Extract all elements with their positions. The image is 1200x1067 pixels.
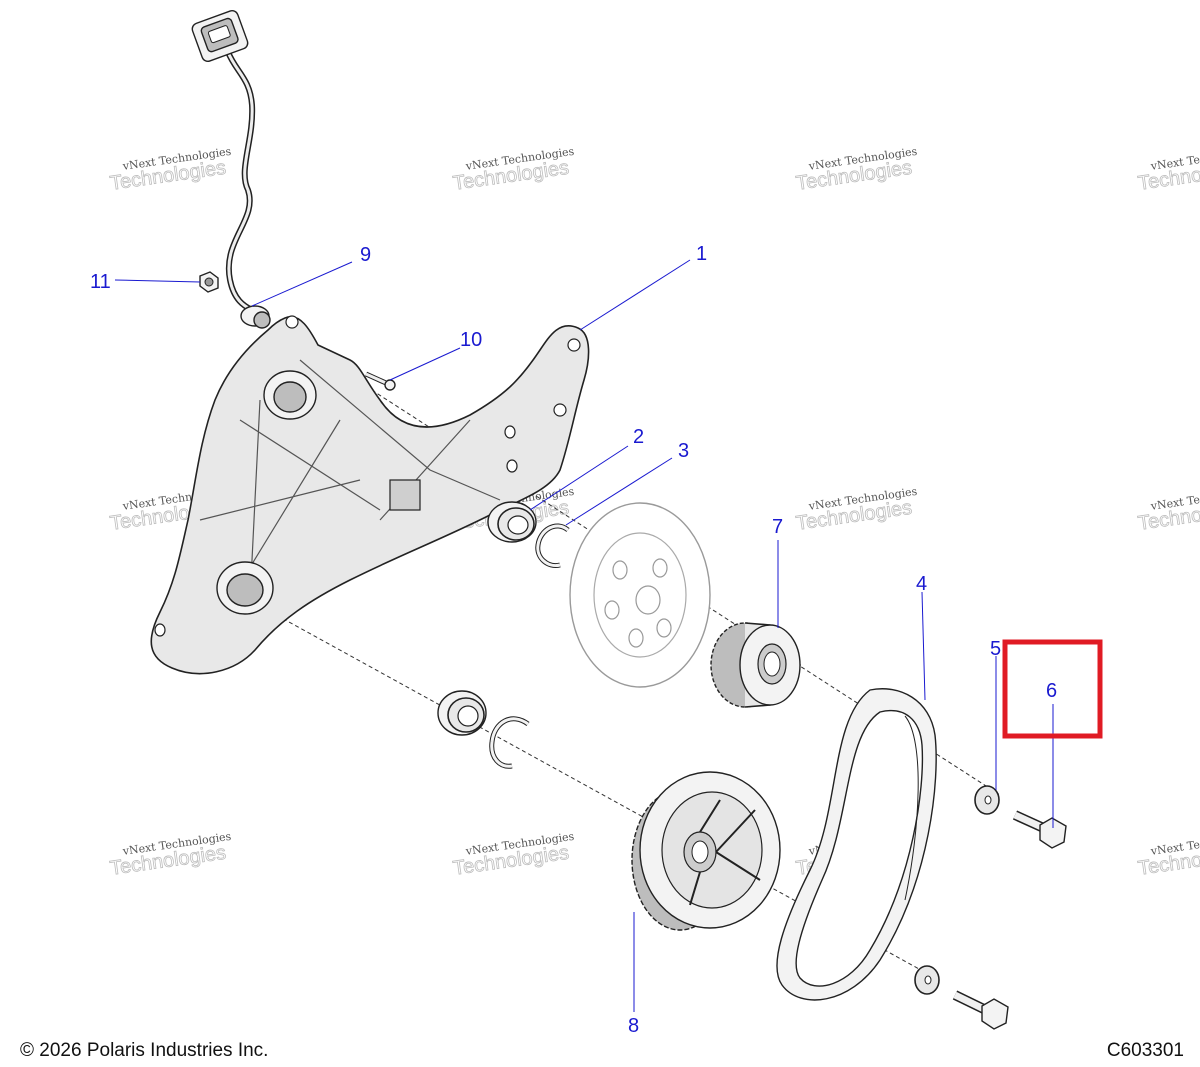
callout-2: 2 (633, 426, 644, 448)
callout-7: 7 (772, 516, 783, 538)
diagram-code: C603301 (1106, 1040, 1184, 1061)
bolt-part-6 (1012, 810, 1067, 849)
callout-9: 9 (360, 244, 371, 266)
callout-6: 6 (1046, 680, 1057, 702)
callout-3: 3 (678, 440, 689, 462)
washer-part-5 (974, 785, 1000, 815)
retaining-ring-lower (489, 716, 530, 769)
callout-8: 8 (628, 1015, 639, 1037)
bolt-part-10 (364, 371, 396, 391)
highlight-box (1002, 639, 1103, 739)
leader-lines (114, 259, 1054, 1012)
harness-connector (191, 9, 249, 63)
bearing-lower (437, 690, 487, 736)
brake-rotor (569, 502, 711, 688)
callout-5: 5 (990, 638, 1001, 660)
lower-axis-line (239, 594, 931, 976)
callout-10: 10 (460, 329, 482, 351)
bearing-part-2 (487, 501, 537, 543)
washer-lower (914, 965, 940, 995)
callout-11: 11 (90, 271, 111, 293)
callout-1: 1 (696, 243, 707, 265)
drive-sprocket-part-7 (710, 622, 801, 708)
nut-part-11 (199, 271, 219, 293)
callout-labels: 1 2 3 4 5 6 7 8 9 10 11 (90, 243, 1057, 1037)
copyright-notice: © 2026 Polaris Industries Inc. (20, 1040, 269, 1061)
drive-belt-part-4 (776, 688, 937, 1001)
speed-sensor-harness (191, 9, 271, 329)
callout-4: 4 (916, 573, 927, 595)
housing-part-1 (150, 315, 590, 675)
driven-sprocket-part-8 (631, 771, 781, 931)
speed-sensor (240, 305, 271, 329)
assembly-center-lines (239, 317, 1001, 976)
retaining-ring-part-3 (535, 523, 570, 569)
bolt-lower (952, 990, 1009, 1030)
